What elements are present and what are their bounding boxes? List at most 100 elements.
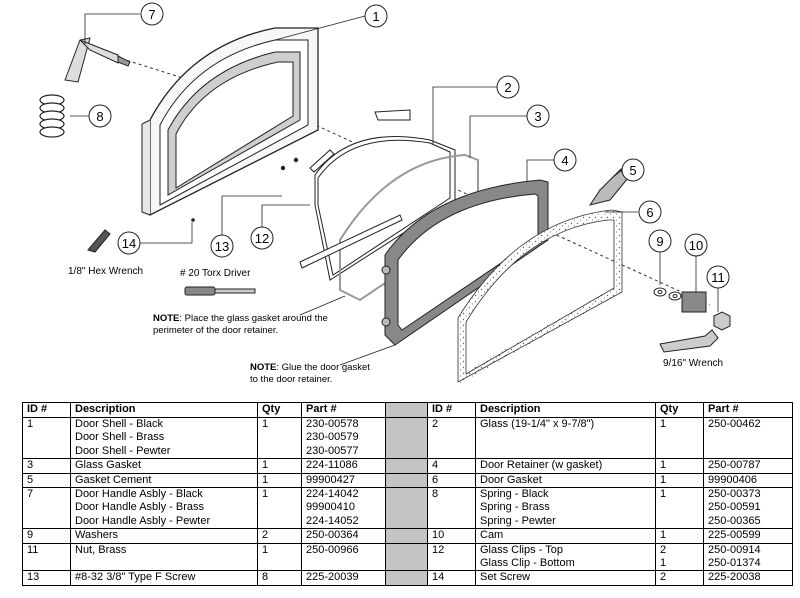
cell-qty: 1 bbox=[257, 487, 302, 530]
door-gasket bbox=[458, 211, 622, 385]
callout-10: 10 bbox=[684, 233, 708, 257]
cell-description: Door Retainer (w gasket) bbox=[475, 458, 656, 474]
table-divider bbox=[385, 472, 428, 489]
callout-12-text: 12 bbox=[255, 231, 269, 246]
cell-id: 14 bbox=[427, 570, 476, 586]
callout-1-text: 1 bbox=[372, 9, 379, 24]
cell-qty: 1 bbox=[655, 458, 704, 474]
cell-id: 8 bbox=[427, 487, 476, 530]
cell-qty: 2 bbox=[655, 570, 704, 586]
cell-id: 5 bbox=[22, 472, 71, 489]
cell-id: 13 bbox=[22, 570, 71, 586]
table-header-row: ID # Description Qty Part # ID # Descrip… bbox=[22, 402, 793, 418]
callout-9-text: 9 bbox=[656, 234, 663, 249]
cell-qty: 1 bbox=[257, 458, 302, 474]
exploded-door-diagram: 7 8 1 2 3 4 5 6 9 10 11 12 13 14 1/8" He… bbox=[39, 2, 731, 385]
callout-14: 14 bbox=[117, 231, 141, 255]
cell-id: 3 bbox=[22, 458, 71, 474]
spring bbox=[39, 94, 65, 138]
cell-id: 12 bbox=[427, 542, 476, 572]
glass-clips bbox=[299, 109, 411, 269]
callout-3-text: 3 bbox=[534, 109, 541, 124]
open-wrench bbox=[659, 329, 719, 353]
cell-id: 10 bbox=[427, 528, 476, 544]
callout-13-text: 13 bbox=[215, 239, 229, 254]
note2-prefix: NOTE bbox=[250, 362, 277, 373]
note1-line1: : Place the glass gasket around the bbox=[179, 313, 328, 324]
callout-6: 6 bbox=[638, 200, 662, 224]
callout-3: 3 bbox=[526, 104, 550, 128]
callout-7-text: 7 bbox=[148, 7, 155, 22]
cell-description: Nut, Brass bbox=[70, 542, 258, 572]
cell-qty: 1 bbox=[655, 487, 704, 530]
header-desc-left: Description bbox=[70, 402, 258, 418]
note2-line1: : Glue the door gasket bbox=[276, 362, 370, 373]
header-qty-left: Qty bbox=[257, 402, 302, 418]
leader-lines bbox=[70, 13, 719, 366]
torx-driver-label: # 20 Torx Driver bbox=[180, 268, 251, 279]
callout-4: 4 bbox=[553, 148, 577, 172]
cell-part-number: 99900427 bbox=[301, 472, 386, 489]
cell-part-number: 250-00462 bbox=[703, 416, 793, 460]
cell-id: 7 bbox=[22, 487, 71, 530]
callout-2: 2 bbox=[496, 75, 520, 99]
callout-2-text: 2 bbox=[504, 80, 511, 95]
header-qty-right: Qty bbox=[655, 402, 704, 418]
cell-part-number: 250-00364 bbox=[301, 528, 386, 544]
cell-qty: 1 bbox=[257, 472, 302, 489]
header-desc-right: Description bbox=[475, 402, 656, 418]
cell-part-number: 225-20038 bbox=[703, 570, 793, 586]
parts-table: ID # Description Qty Part # ID # Descrip… bbox=[22, 402, 793, 586]
cell-part-number: 250-00787 bbox=[703, 458, 793, 474]
callout-8-text: 8 bbox=[96, 109, 103, 124]
callout-1: 1 bbox=[364, 4, 388, 28]
table-divider bbox=[385, 402, 428, 418]
cell-id: 9 bbox=[22, 528, 71, 544]
cell-id: 1 bbox=[22, 416, 71, 460]
callout-11: 11 bbox=[706, 265, 730, 289]
table-divider bbox=[385, 528, 428, 544]
table-divider bbox=[385, 458, 428, 474]
callout-5-text: 5 bbox=[629, 163, 636, 178]
washers bbox=[653, 287, 682, 301]
cell-description: Washers bbox=[70, 528, 258, 544]
callout-7: 7 bbox=[140, 2, 164, 26]
header-id-right: ID # bbox=[427, 402, 476, 418]
callout-5: 5 bbox=[621, 158, 645, 182]
table-divider bbox=[385, 570, 428, 586]
cell-qty: 1 bbox=[655, 472, 704, 489]
screws bbox=[191, 157, 299, 222]
cell-part-number: 225-20039 bbox=[301, 570, 386, 586]
cell-id: 2 bbox=[427, 416, 476, 460]
cell-part-number: 224-11086 bbox=[301, 458, 386, 474]
cell-qty: 8 bbox=[257, 570, 302, 586]
door-handle bbox=[64, 37, 131, 83]
torx-driver bbox=[184, 286, 256, 296]
header-part-left: Part # bbox=[301, 402, 386, 418]
callout-8: 8 bbox=[88, 104, 112, 128]
cell-description: Glass (19-1/4" x 9-7/8") bbox=[475, 416, 656, 460]
note-door-gasket: NOTE: Glue the door gasket to the door r… bbox=[250, 362, 370, 386]
note1-prefix: NOTE bbox=[153, 313, 180, 324]
cam bbox=[681, 291, 707, 313]
cell-description: Gasket Cement bbox=[70, 472, 258, 489]
cell-part-number: 250-00966 bbox=[301, 542, 386, 572]
note-glass-gasket: NOTE: Place the glass gasket around the … bbox=[153, 313, 328, 337]
wrench-916-label: 9/16" Wrench bbox=[663, 358, 723, 369]
brass-nut bbox=[713, 311, 731, 331]
callout-11-text: 11 bbox=[711, 270, 725, 285]
table-divider bbox=[385, 487, 428, 530]
header-id-left: ID # bbox=[22, 402, 71, 418]
cell-part-number: 225-00599 bbox=[703, 528, 793, 544]
callout-4-text: 4 bbox=[561, 153, 568, 168]
